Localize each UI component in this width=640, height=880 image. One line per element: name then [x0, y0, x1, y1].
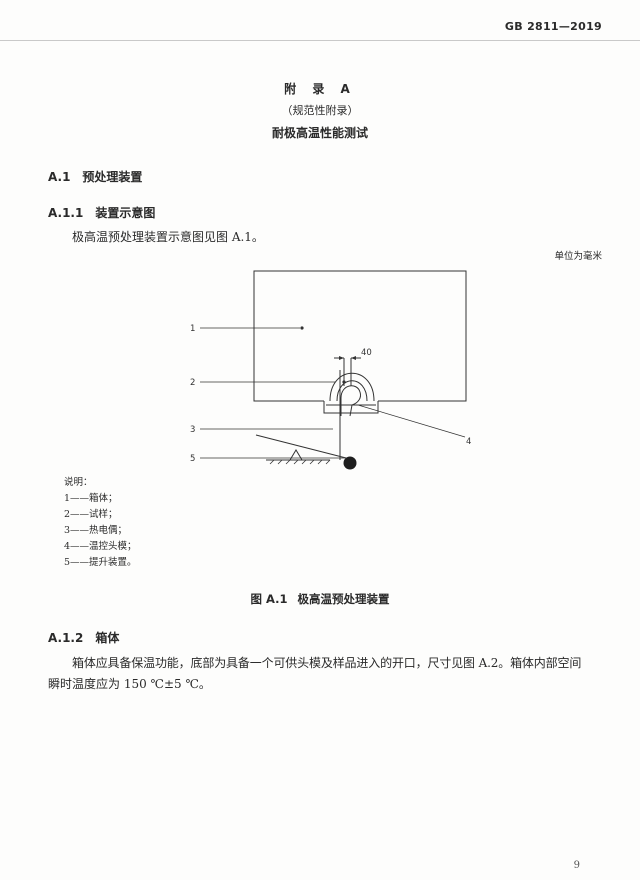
section-a12-body-line1: 箱体应具备保温功能，底部为具备一个可供头模及样品进入的开口，尺寸见图 A.2。箱…	[72, 656, 582, 670]
section-number: A.1	[48, 170, 71, 184]
section-a1-heading: A.1 预处理装置	[48, 168, 142, 185]
callout-label: 1	[190, 324, 195, 334]
section-number: A.1.1	[48, 206, 84, 220]
legend-num: 1	[64, 493, 71, 504]
legend-item: 2——试样；	[64, 509, 118, 520]
legend-text: 箱体；	[89, 493, 118, 504]
lifting-ball	[343, 456, 357, 470]
section-title: 箱体	[95, 631, 120, 645]
annex-subtitle: （规范性附录）	[281, 104, 359, 117]
legend-text: 温控头模；	[89, 541, 137, 552]
legend-num: 5	[64, 557, 71, 568]
legend-text: 热电偶；	[89, 525, 128, 536]
dimension-label: 40	[361, 348, 372, 358]
annex-title: 附 录 A	[284, 82, 356, 96]
standard-code: GB 2811—2019	[504, 20, 602, 33]
section-title: 装置示意图	[95, 206, 156, 220]
section-a12-heading: A.1.2 箱体	[48, 629, 119, 646]
callout-label: 3	[190, 425, 195, 435]
pivot-triangle	[289, 449, 303, 461]
headform-profile	[340, 385, 361, 417]
annex-name: 耐极高温性能测试	[271, 126, 368, 140]
figure-caption: 图 A.1 极高温预处理装置	[0, 591, 640, 607]
section-number: A.1.2	[48, 631, 84, 645]
callout-label: 5	[190, 454, 195, 464]
legend-text: 试样；	[89, 509, 118, 520]
callout-label: 2	[190, 378, 195, 388]
legend-num: 3	[64, 525, 71, 536]
box-body	[253, 270, 467, 402]
unit-note: 单位为毫米	[554, 251, 602, 262]
section-a12-body-line2: 瞬时温度应为 150 ℃±5 ℃。	[48, 677, 211, 691]
figure-a1-diagram: 40 1 2 3 4 5	[190, 270, 471, 470]
section-a11-body: 极高温预处理装置示意图见图 A.1。	[72, 230, 264, 244]
figure-legend: 说明： 1——箱体； 2——试样； 3——热电偶； 4——温控头模； 5——提升…	[64, 475, 137, 571]
legend-item: 1——箱体；	[64, 493, 118, 504]
lifting-lever	[255, 434, 351, 460]
sample-outer-arch	[329, 372, 375, 402]
figure-number: 图 A.1	[250, 592, 288, 606]
legend-item: 5——提升装置。	[64, 557, 137, 568]
page-number: 9	[573, 860, 580, 871]
section-title: 预处理装置	[82, 170, 143, 184]
legend-item: 4——温控头模；	[64, 541, 137, 552]
legend-title: 说明：	[64, 477, 93, 488]
sample-inner-arch	[336, 380, 368, 402]
legend-text: 提升装置。	[89, 557, 137, 568]
callout-label: 4	[466, 437, 471, 447]
header-rule	[0, 40, 640, 41]
legend-item: 3——热电偶；	[64, 525, 128, 536]
legend-num: 2	[64, 509, 71, 520]
section-a11-heading: A.1.1 装置示意图	[48, 204, 155, 221]
figure-title: 极高温预处理装置	[297, 592, 390, 606]
legend-num: 4	[64, 541, 71, 552]
